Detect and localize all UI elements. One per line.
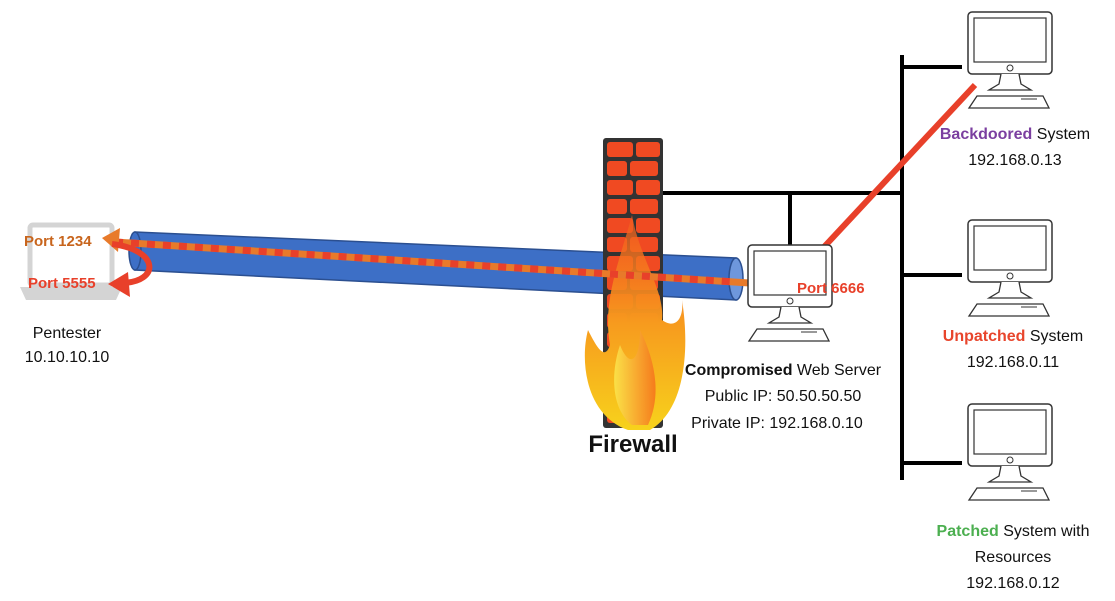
pentester-name: Pentester bbox=[33, 325, 102, 342]
firewall-label: Firewall bbox=[588, 431, 677, 458]
firewall-brick bbox=[630, 199, 658, 214]
port-6666-label: Port 6666 bbox=[797, 280, 865, 297]
firewall-brick bbox=[636, 180, 660, 195]
port-1234-label: Port 1234 bbox=[24, 233, 92, 250]
firewall-brick bbox=[607, 237, 627, 252]
web-server-status: Compromised bbox=[685, 362, 793, 379]
pentester-ip: 10.10.10.10 bbox=[25, 349, 110, 366]
unpatched-computer-icon bbox=[967, 219, 1053, 317]
firewall-brick bbox=[630, 161, 658, 176]
laptop-icon bbox=[20, 222, 122, 300]
web-server-private-ip: Private IP: 192.168.0.10 bbox=[691, 415, 863, 432]
backdoor-arrow bbox=[807, 82, 978, 265]
web-server-name: Web Server bbox=[792, 362, 881, 379]
web-server-title: Compromised Web Server bbox=[685, 362, 882, 379]
patched-ip: 192.168.0.12 bbox=[966, 575, 1060, 592]
backdoored-ip: 192.168.0.13 bbox=[968, 152, 1062, 169]
port-5555-label: Port 5555 bbox=[28, 275, 96, 292]
backdoored-computer-icon bbox=[967, 11, 1053, 109]
unpatched-ip: 192.168.0.11 bbox=[967, 354, 1059, 371]
redirect-arrow bbox=[111, 241, 153, 286]
firewall-brick bbox=[607, 142, 633, 157]
patched-system-title: Patched System with bbox=[937, 523, 1090, 540]
firewall-brick bbox=[636, 142, 660, 157]
firewall-brick bbox=[607, 161, 627, 176]
web-server-public-ip: Public IP: 50.50.50.50 bbox=[705, 388, 862, 405]
backdoored-system-title: Backdoored System bbox=[940, 126, 1090, 143]
patched-name: System with bbox=[999, 523, 1090, 540]
network-bus bbox=[660, 55, 962, 480]
unpatched-status: Unpatched bbox=[943, 328, 1026, 345]
backdoored-status: Backdoored bbox=[940, 126, 1032, 143]
unpatched-name: System bbox=[1025, 328, 1083, 345]
patched-status: Patched bbox=[937, 523, 999, 540]
firewall-icon bbox=[584, 138, 686, 430]
backdoored-name: System bbox=[1032, 126, 1090, 143]
firewall-brick bbox=[607, 218, 633, 233]
patched-computer-icon bbox=[967, 403, 1053, 501]
redirect-arrowhead bbox=[108, 272, 130, 297]
patched-resources: Resources bbox=[975, 549, 1051, 566]
firewall-brick bbox=[607, 180, 633, 195]
unpatched-system-title: Unpatched System bbox=[943, 328, 1083, 345]
firewall-brick bbox=[636, 218, 660, 233]
firewall-brick bbox=[607, 199, 627, 214]
